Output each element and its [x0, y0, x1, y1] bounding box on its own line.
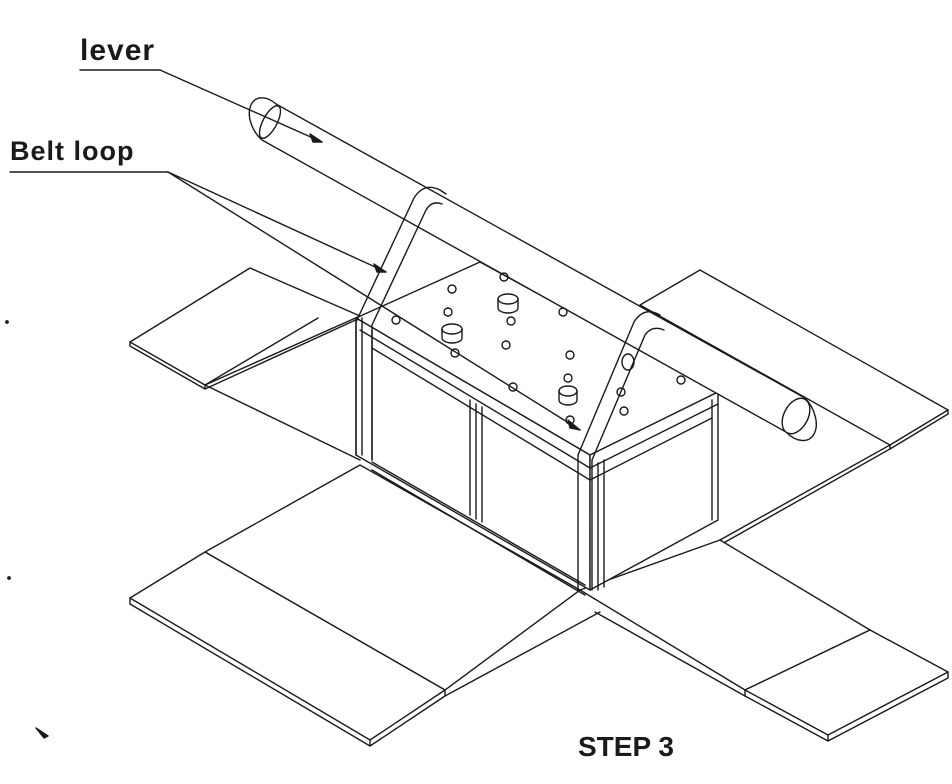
lever-bar: [248, 97, 817, 442]
stray-marks: [5, 320, 49, 739]
front-left-flap: [129, 464, 601, 747]
step-label: STEP 3: [578, 731, 674, 762]
belt-loop-label: Belt loop: [10, 136, 135, 166]
lever-label: lever: [80, 34, 156, 67]
leader-belt-loop: [9, 171, 581, 431]
leader-lever: [79, 69, 323, 143]
belt-loop-right: [577, 311, 665, 591]
lid-bolts: [391, 272, 686, 425]
right-back-flap: [639, 269, 949, 546]
front-right-flap: [579, 539, 949, 742]
belt-loop-left: [355, 186, 447, 461]
left-back-flap: [129, 267, 361, 461]
